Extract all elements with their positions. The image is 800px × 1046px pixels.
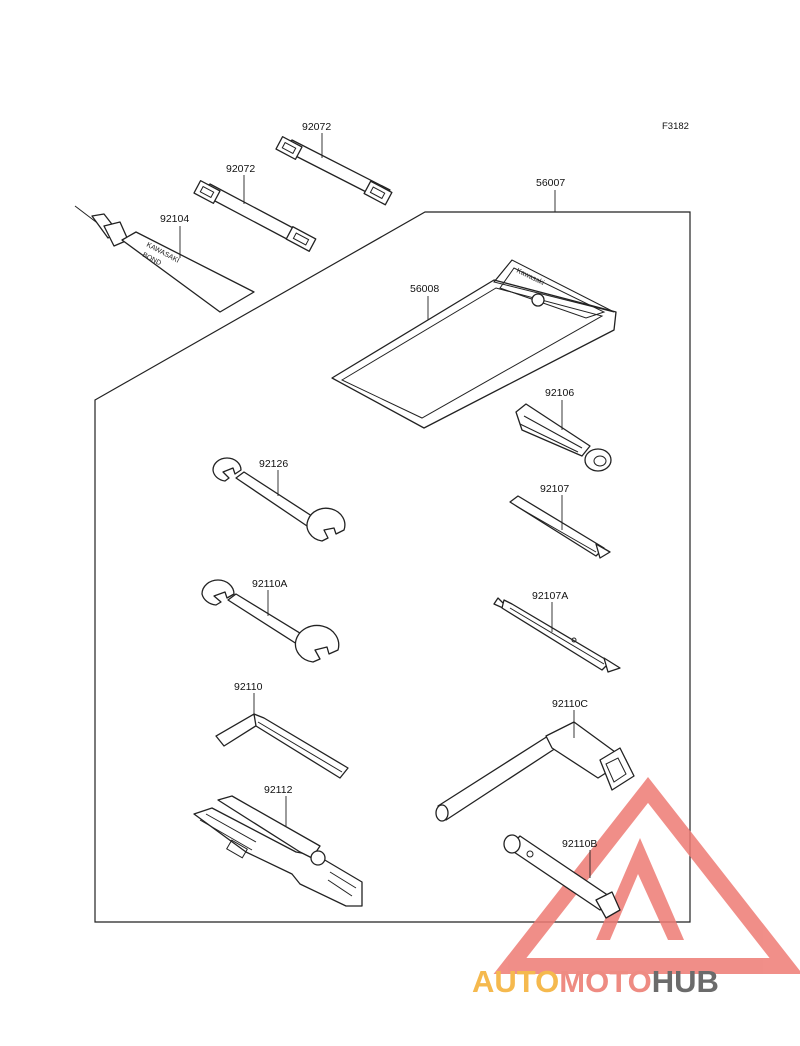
strap-upper[interactable] — [275, 136, 393, 206]
figure-reference: F3182 — [662, 121, 689, 132]
label-92110a[interactable]: 92110A — [252, 578, 287, 590]
label-56008[interactable]: 56008 — [410, 283, 439, 295]
manual-brand: Kawasaki — [515, 268, 545, 288]
label-92104[interactable]: 92104 — [160, 213, 189, 225]
box-wrench-c[interactable] — [435, 721, 635, 822]
pliers[interactable] — [193, 795, 363, 907]
box-wrench-b[interactable] — [503, 834, 621, 919]
label-92107[interactable]: 92107 — [540, 483, 569, 495]
wrench-92110a[interactable] — [201, 579, 340, 663]
label-92106[interactable]: 92106 — [545, 387, 574, 399]
watermark-wordmark: AUTOMOTOHUB — [472, 964, 719, 999]
hex-key[interactable] — [215, 713, 349, 779]
label-92072-upper[interactable]: 92072 — [302, 121, 331, 133]
screwdriver[interactable] — [509, 495, 611, 559]
label-92126[interactable]: 92126 — [259, 458, 288, 470]
owners-manual[interactable]: Kawasaki — [331, 259, 617, 429]
label-92112[interactable]: 92112 — [264, 784, 293, 796]
watermark-moto: MOTO — [559, 964, 651, 999]
label-92110b[interactable]: 92110B — [562, 838, 597, 850]
tool-kit-outline — [94, 211, 691, 923]
label-92110[interactable]: 92110 — [234, 681, 263, 693]
label-92110c[interactable]: 92110C — [552, 698, 588, 710]
strap-lower[interactable] — [193, 180, 317, 252]
watermark-hub: HUB — [652, 964, 719, 999]
wrench-92126[interactable] — [212, 457, 346, 542]
label-56007[interactable]: 56007 — [536, 177, 565, 189]
label-92072-lower[interactable]: 92072 — [226, 163, 255, 175]
label-92107a[interactable]: 92107A — [532, 590, 568, 602]
watermark-auto: AUTO — [472, 964, 559, 999]
screwdriver-a[interactable] — [493, 597, 621, 673]
plug-socket[interactable] — [515, 403, 612, 472]
